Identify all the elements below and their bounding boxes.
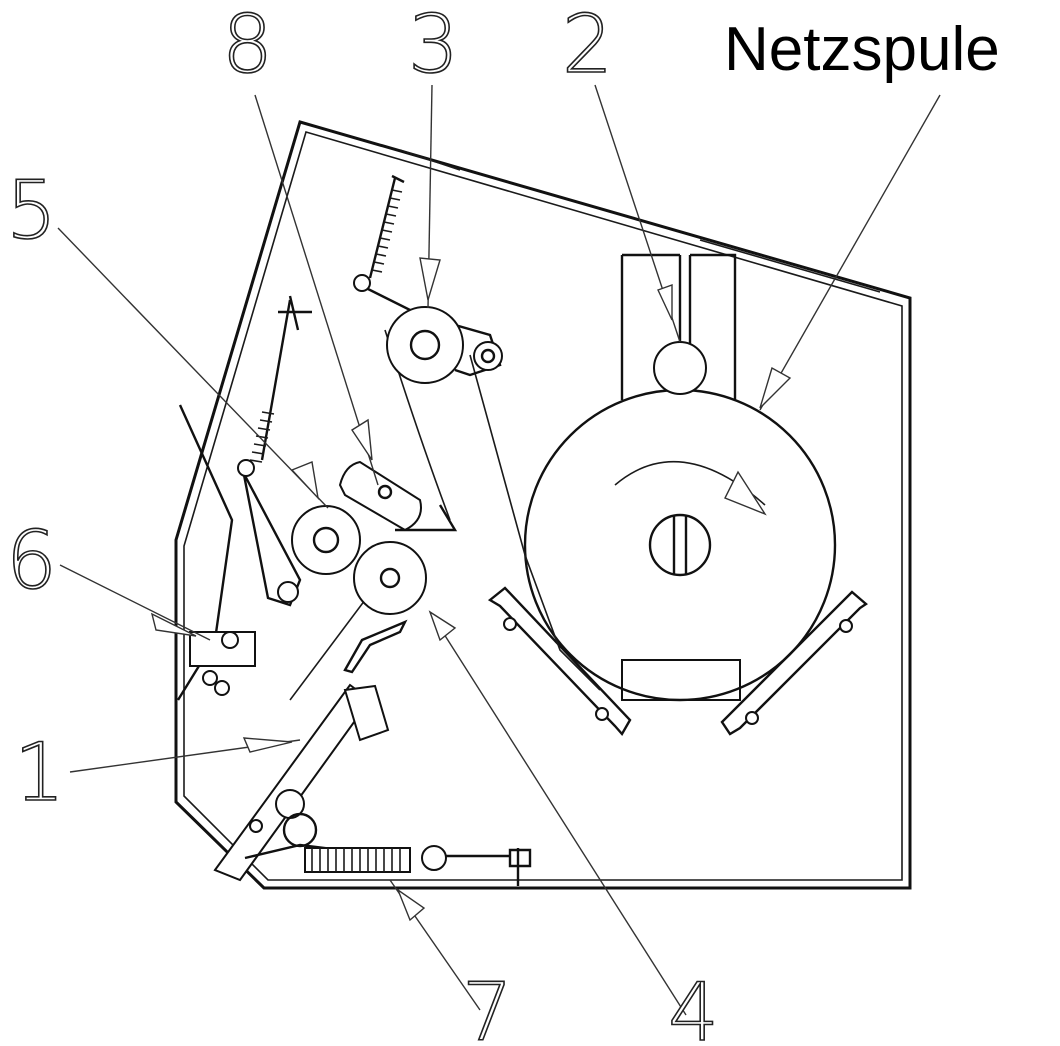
label-3: 3 <box>408 0 459 91</box>
leader-lines <box>57 84 941 1016</box>
net-roll <box>523 388 837 702</box>
pressure-roller-2 <box>653 341 707 395</box>
label-6: 6 <box>6 514 57 607</box>
roller-arm-5 <box>237 295 312 607</box>
roller-5 <box>291 505 361 575</box>
label-7: 7 <box>462 966 513 1046</box>
callout-numbers: 1 2 3 4 5 6 7 8 <box>5 0 720 1046</box>
clamp-block-6 <box>176 404 256 701</box>
machine-frame <box>174 120 912 890</box>
guide-plate <box>343 619 408 674</box>
roller-4 <box>353 541 427 615</box>
tension-roller-3 <box>353 174 503 384</box>
label-1: 1 <box>14 726 65 819</box>
guide-part-8 <box>338 460 458 532</box>
label-5: 5 <box>6 164 57 257</box>
support-bracket-left <box>487 586 632 737</box>
label-8: 8 <box>222 0 273 91</box>
diagram-title: Netzspule <box>724 15 1000 84</box>
spring-7 <box>304 845 532 886</box>
support-bracket-right <box>720 590 868 736</box>
label-4: 4 <box>668 966 719 1046</box>
label-2: 2 <box>562 0 613 91</box>
cutting-arm-1 <box>213 683 390 882</box>
